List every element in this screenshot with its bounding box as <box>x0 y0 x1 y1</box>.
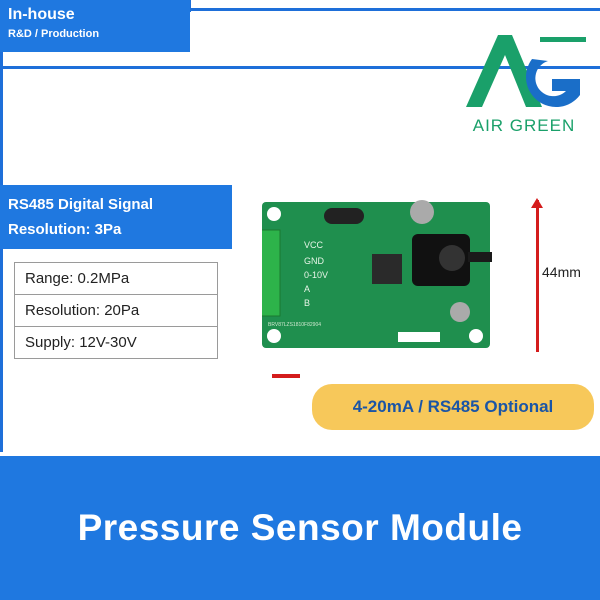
pin-0-10v: 0-10V <box>304 270 328 280</box>
footer-banner: Pressure Sensor Module <box>0 456 600 600</box>
spec-row: Resolution: 20Pa <box>14 294 218 327</box>
dimension-mark <box>272 374 300 378</box>
ag-logo-icon <box>466 35 586 107</box>
optional-badge: 4-20mA / RS485 Optional <box>312 384 594 430</box>
spec-resolution: Resolution: 20Pa <box>14 294 218 327</box>
spec-range: Range: 0.2MPa <box>14 262 218 295</box>
pin-a: A <box>304 284 310 294</box>
dimension-label: 44mm <box>542 264 581 280</box>
spec-table: Range: 0.2MPa Resolution: 20Pa Supply: 1… <box>14 262 218 359</box>
banner-line1: RS485 Digital Signal <box>8 196 154 213</box>
pin-gnd: GND <box>304 256 325 266</box>
spec-banner: RS485 Digital Signal Resolution: 3Pa <box>0 185 232 249</box>
sensor-board-image: VCC GND 0-10V A B BRV87LZS1810F82904 <box>262 200 492 348</box>
frame-left-line <box>0 52 3 452</box>
frame-mid-line <box>0 66 600 69</box>
dimension-arrow <box>536 200 539 352</box>
spec-row: Supply: 12V-30V <box>14 326 218 359</box>
optional-label: 4-20mA / RS485 Optional <box>352 397 554 416</box>
pin-b: B <box>304 298 310 308</box>
spec-row: Range: 0.2MPa <box>14 262 218 295</box>
banner-line2: Resolution: 3Pa <box>8 221 122 238</box>
badge-line1: In-house <box>8 6 75 23</box>
badge-line2: R&D / Production <box>8 28 100 40</box>
logo-text: AIR GREEN <box>472 116 576 135</box>
board-serial: BRV87LZS1810F82904 <box>268 322 321 328</box>
pin-vcc: VCC <box>304 240 324 250</box>
frame-top-line <box>188 8 600 11</box>
product-title: Pressure Sensor Module <box>77 507 523 548</box>
spec-supply: Supply: 12V-30V <box>14 326 218 359</box>
corner-badge: In-house R&D / Production <box>0 0 190 52</box>
